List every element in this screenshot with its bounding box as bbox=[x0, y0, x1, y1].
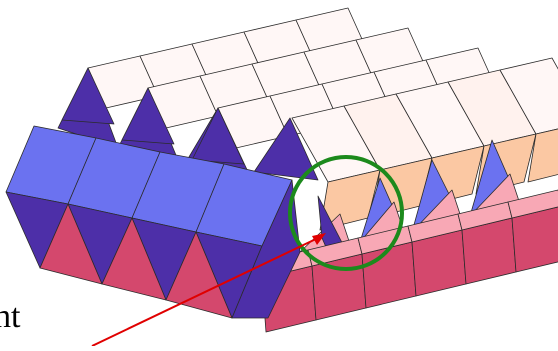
caption-text: ht bbox=[0, 300, 20, 334]
pink-front-strip bbox=[258, 190, 558, 332]
blue-prism-bar bbox=[6, 126, 300, 318]
